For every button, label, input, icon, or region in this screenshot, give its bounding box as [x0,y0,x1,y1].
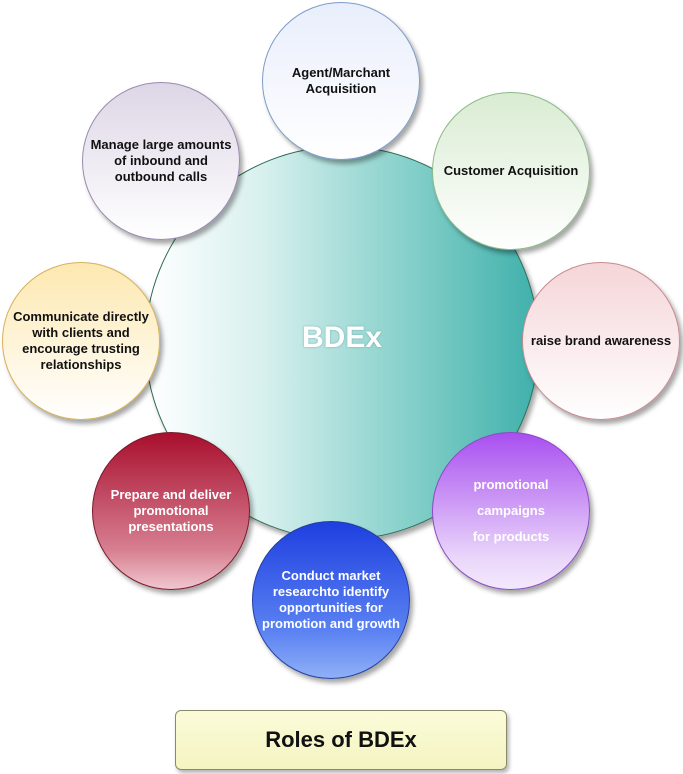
role-promotional-campaigns: promotional campaigns for products [432,432,590,590]
role-market-research: Conduct market researchto identify oppor… [252,521,410,679]
role-label: Customer Acquisition [443,163,579,178]
role-label: Manage large amounts of inbound and outb… [90,137,232,184]
role-promotional-presentations: Prepare and deliver promotional presenta… [92,432,250,590]
role-raise-brand-awareness: raise brand awareness [522,262,680,420]
role-label: Agent/Marchant Acquisition [291,65,391,96]
role-label: raise brand awareness [530,333,672,348]
role-customer-acquisition: Customer Acquisition [432,92,590,250]
caption-title: Roles of BDEx [265,727,417,752]
caption-box: Roles of BDEx [175,710,507,770]
role-communicate-with-clients: Communicate directly with clients and en… [2,262,160,420]
role-agent-merchant-acquisition: Agent/Marchant Acquisition [262,2,420,160]
role-label: Communicate directly with clients and en… [13,309,149,372]
role-label: Conduct market researchto identify oppor… [262,568,400,631]
role-label: promotional campaigns for products [472,477,550,544]
center-label: BDEx [301,321,383,354]
role-label: Prepare and deliver promotional presenta… [110,487,232,534]
role-manage-calls: Manage large amounts of inbound and outb… [82,82,240,240]
